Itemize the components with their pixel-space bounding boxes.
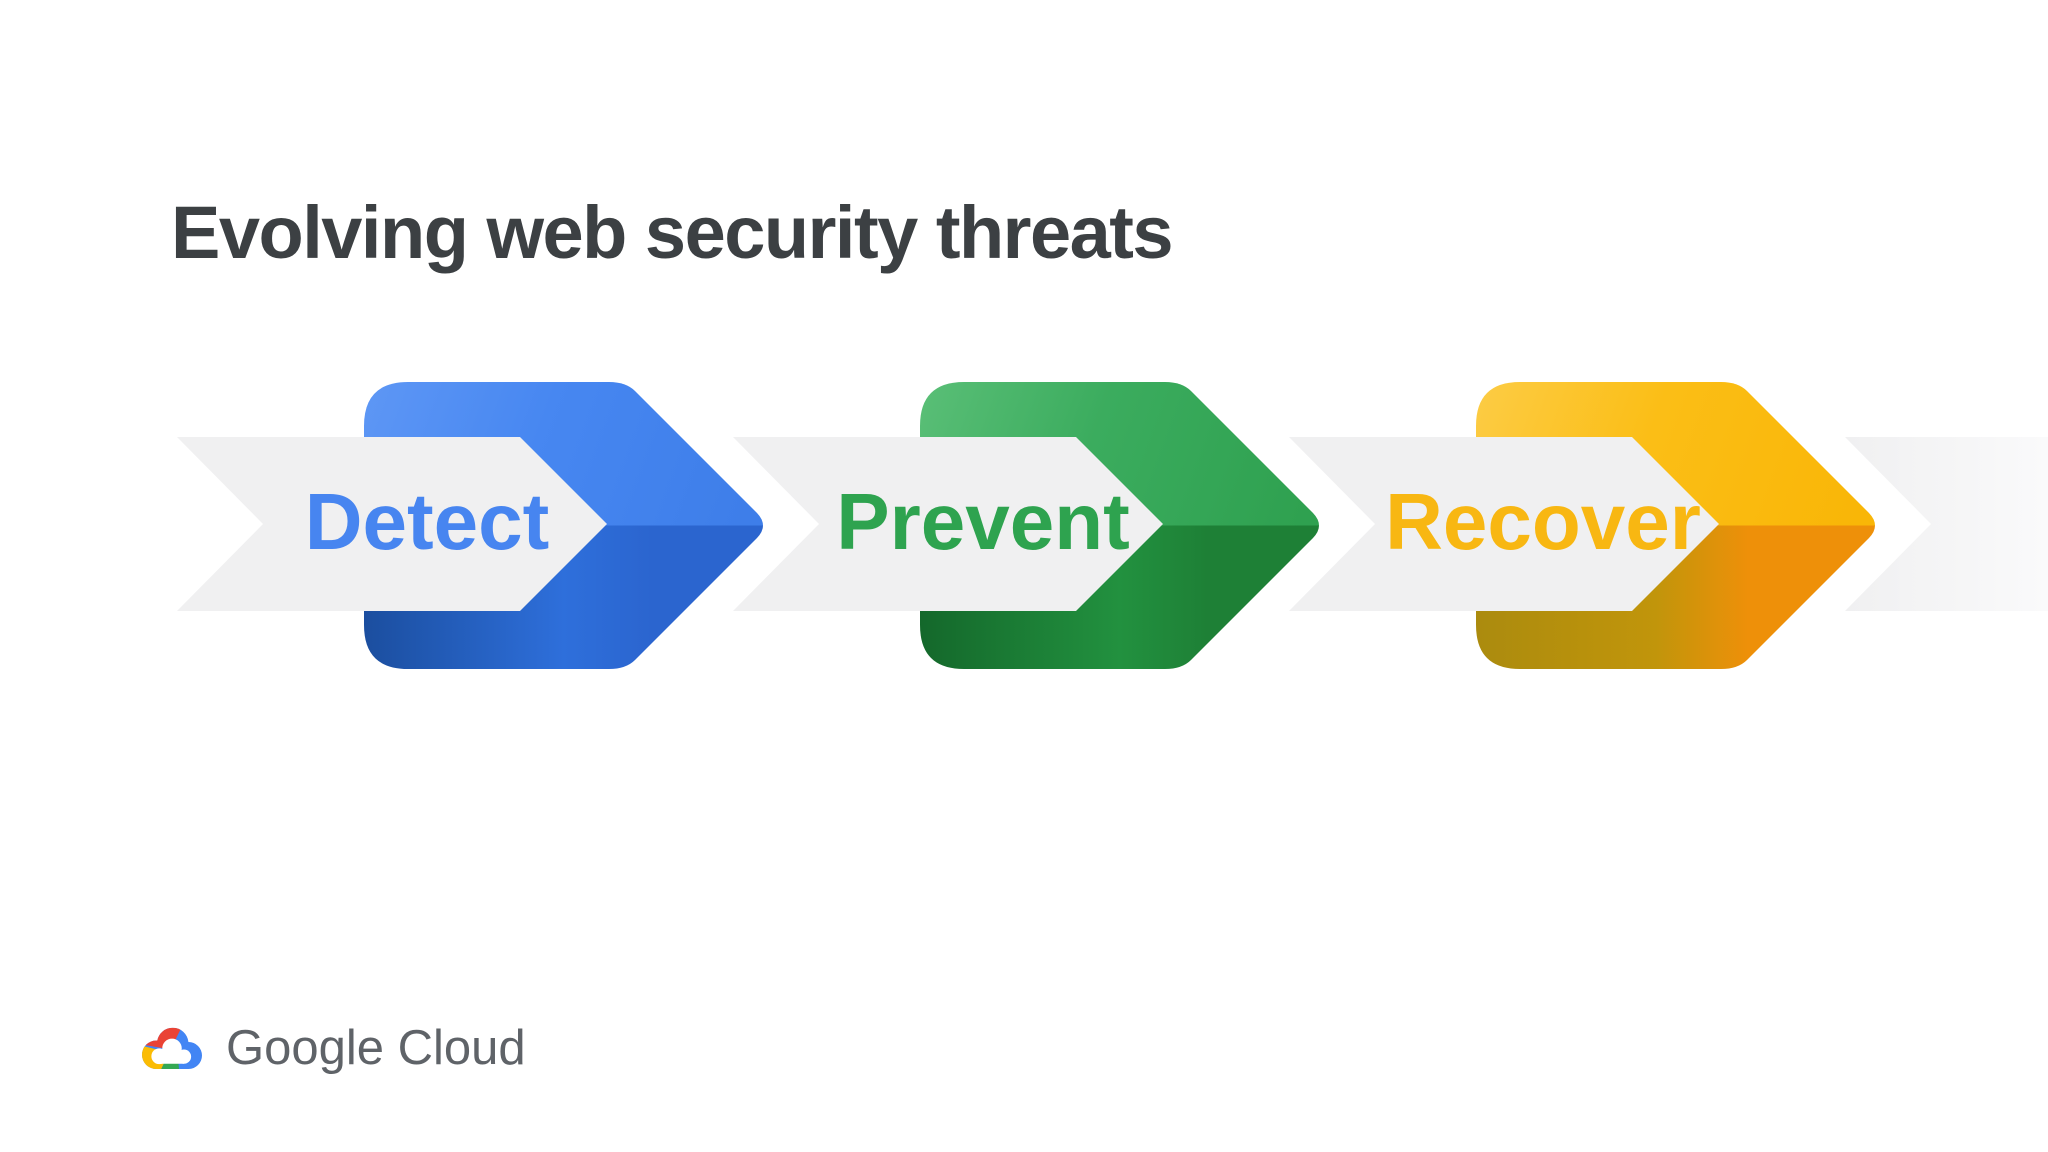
google-cloud-icon xyxy=(142,1027,202,1069)
page-title: Evolving web security threats xyxy=(171,191,1174,274)
ribbon-band-4 xyxy=(1845,437,2048,611)
step-label-prevent: Prevent xyxy=(836,477,1129,566)
ribbon-band-3 xyxy=(1289,437,1719,611)
step-label-detect: Detect xyxy=(305,477,550,566)
step-label-recover: Recover xyxy=(1385,477,1701,566)
ribbon-band-2 xyxy=(733,437,1163,611)
ribbon-band-1 xyxy=(177,437,607,611)
brand-wordmark: Google Cloud xyxy=(226,1021,526,1075)
google-cloud-logo: Google Cloud xyxy=(136,1020,526,1076)
cloud-inner-white xyxy=(151,1038,192,1065)
